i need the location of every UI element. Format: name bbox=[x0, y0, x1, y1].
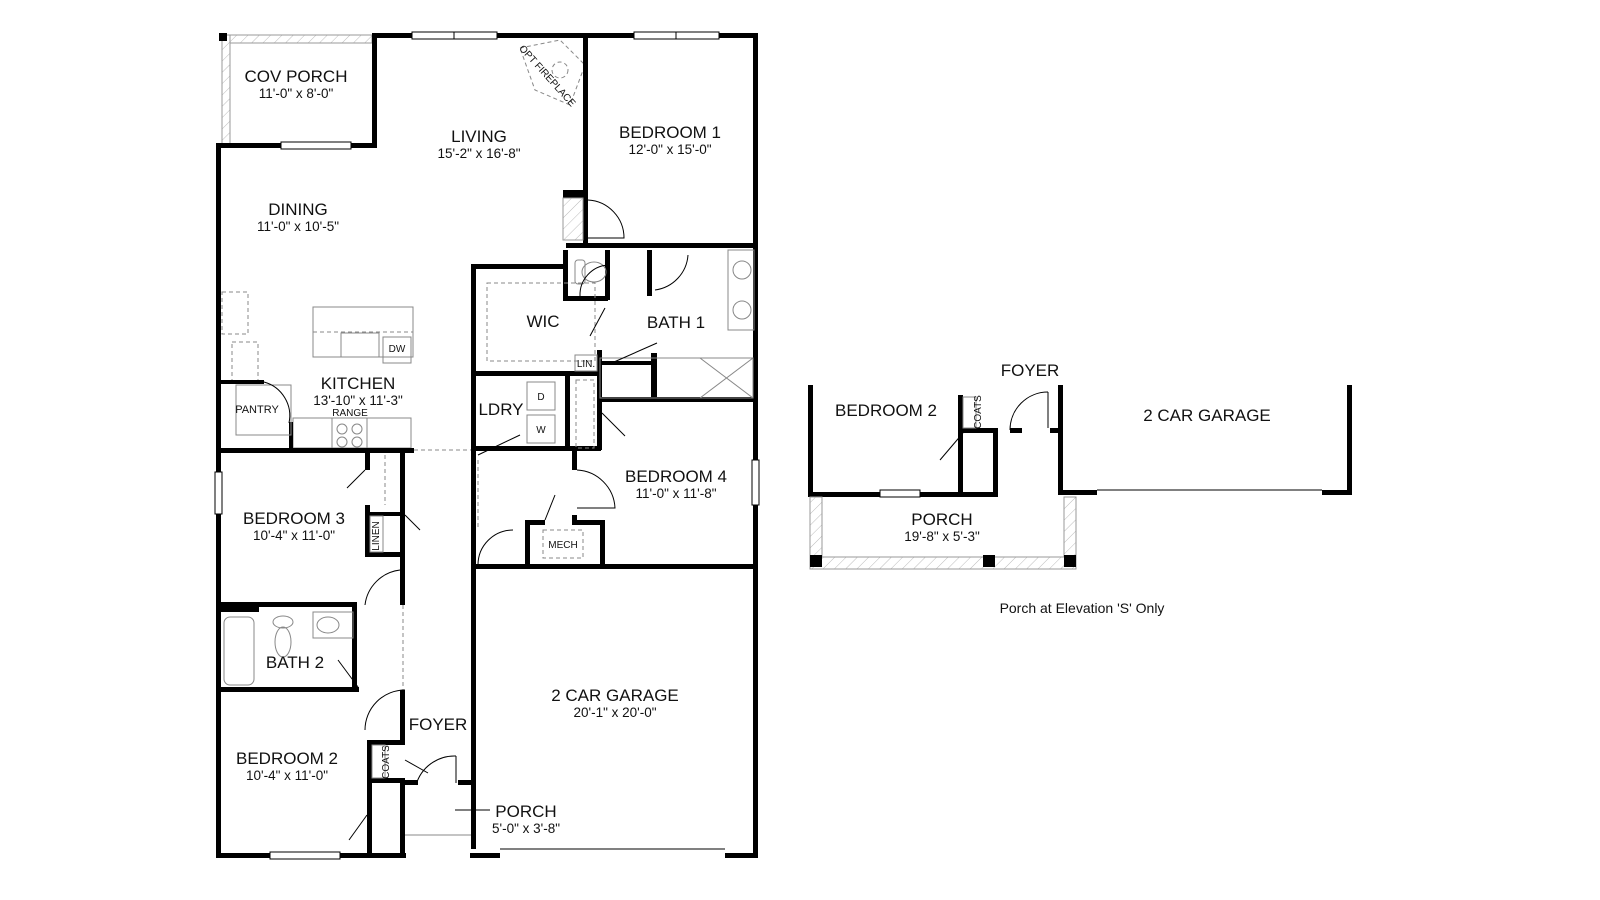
pantry-wall bbox=[219, 380, 264, 384]
range-label: RANGE bbox=[332, 408, 368, 419]
room-label-bedroom1: BEDROOM 1 bbox=[619, 123, 721, 142]
bedroom3-closet-door[interactable] bbox=[346, 469, 366, 489]
wall-kitchen-bed3 bbox=[219, 448, 414, 453]
bedroom3-walls bbox=[219, 450, 405, 692]
bath1-wic-walls bbox=[471, 243, 757, 849]
alt-plan-labels: BEDROOM 2 FOYER 2 CAR GARAGE PORCH 19'-8… bbox=[835, 361, 1271, 616]
bedroom2-walls bbox=[367, 690, 473, 858]
room-dims-bedroom1: 12'-0" x 15'-0" bbox=[628, 142, 711, 157]
room-label-wic: WIC bbox=[526, 312, 559, 331]
dryer-label: D bbox=[537, 392, 544, 403]
room-label-living: LIVING bbox=[451, 127, 507, 146]
windows bbox=[214, 31, 760, 860]
room-dims-cov-porch: 11'-0" x 8'-0" bbox=[259, 86, 334, 101]
coats-label: COATS bbox=[381, 745, 392, 779]
vanity-bath1 bbox=[727, 249, 755, 331]
toilet-bath1 bbox=[574, 259, 607, 285]
room-label-porch: PORCH bbox=[495, 802, 556, 821]
room-label-foyer: FOYER bbox=[409, 715, 468, 734]
pantry-door[interactable] bbox=[263, 381, 291, 424]
mech-unit bbox=[542, 529, 584, 559]
room-dims-bedroom2: 10'-4" x 11'-0" bbox=[246, 768, 328, 783]
coats-door[interactable] bbox=[404, 759, 429, 774]
alt-room-label-foyer: FOYER bbox=[1001, 361, 1060, 380]
room-label-garage: 2 CAR GARAGE bbox=[551, 686, 679, 705]
room-dims-garage: 20'-1" x 20'-0" bbox=[573, 705, 656, 720]
laundry: D W bbox=[526, 379, 595, 449]
wc-door[interactable] bbox=[579, 264, 609, 297]
alt-coats-label: COATS bbox=[973, 395, 984, 429]
laundry-door[interactable] bbox=[477, 434, 521, 456]
washer-label: W bbox=[536, 425, 546, 436]
bath1-door[interactable] bbox=[654, 254, 689, 291]
room-label-ldry: LDRY bbox=[478, 400, 523, 419]
room-label-kitchen: KITCHEN bbox=[321, 374, 396, 393]
garage-entry-door[interactable] bbox=[477, 529, 514, 566]
mech-label: MECH bbox=[548, 540, 577, 551]
room-label-bath1: BATH 1 bbox=[647, 313, 705, 332]
alt-room-label-bedroom2: BEDROOM 2 bbox=[835, 401, 937, 420]
front-door[interactable] bbox=[415, 755, 457, 786]
elevation-note: Porch at Elevation 'S' Only bbox=[1000, 600, 1165, 616]
alt-closet-door[interactable] bbox=[939, 432, 964, 461]
bath2-door[interactable] bbox=[337, 659, 359, 688]
room-dims-kitchen: 13'-10" x 11'-3" bbox=[313, 393, 403, 408]
alt-room-label-garage: 2 CAR GARAGE bbox=[1143, 406, 1271, 425]
bedroom1-door[interactable] bbox=[587, 199, 625, 239]
kitchen-cabinets: DW RANGE bbox=[221, 291, 414, 449]
bedroom3-door[interactable] bbox=[364, 569, 401, 606]
linen-door[interactable] bbox=[404, 514, 421, 531]
hall-closet-door[interactable] bbox=[601, 412, 626, 437]
bedroom2-closet-door[interactable] bbox=[348, 814, 368, 841]
alt-room-label-porch: PORCH bbox=[911, 510, 972, 529]
room-dims-living: 15'-2" x 16'-8" bbox=[437, 146, 520, 161]
room-label-bath2: BATH 2 bbox=[266, 653, 324, 672]
pantry-label: PANTRY bbox=[235, 404, 279, 416]
alt-porch-plan: COATS bbox=[808, 385, 1352, 570]
room-label-bedroom3: BEDROOM 3 bbox=[243, 509, 345, 528]
linen-hall-label: LINEN bbox=[371, 521, 382, 550]
wic-door[interactable] bbox=[589, 307, 606, 337]
fireplace-label: OPT FIREPLACE bbox=[516, 43, 577, 109]
bedroom4-door[interactable] bbox=[576, 469, 616, 509]
linen-bath1-label: LIN. bbox=[577, 359, 595, 370]
mech-door[interactable] bbox=[544, 494, 556, 521]
main-plan-labels: COV PORCH 11'-0" x 8'-0" LIVING 15'-2" x… bbox=[236, 67, 727, 836]
linen-bath1-door[interactable] bbox=[613, 342, 658, 363]
room-dims-bedroom3: 10'-4" x 11'-0" bbox=[253, 528, 335, 543]
room-label-bedroom4: BEDROOM 4 bbox=[625, 467, 727, 486]
alt-room-dims-porch: 19'-8" x 5'-3" bbox=[904, 529, 980, 544]
fireplace: OPT FIREPLACE bbox=[516, 39, 586, 110]
bedroom4-walls bbox=[471, 450, 758, 569]
room-label-cov-porch: COV PORCH bbox=[245, 67, 348, 86]
wic-shelving bbox=[486, 282, 596, 362]
room-dims-porch: 5'-0" x 3'-8" bbox=[492, 821, 560, 836]
room-label-bedroom2: BEDROOM 2 bbox=[236, 749, 338, 768]
dishwasher-label: DW bbox=[389, 344, 406, 355]
shower bbox=[599, 357, 754, 399]
room-label-dining: DINING bbox=[268, 200, 328, 219]
bedroom2-door[interactable] bbox=[364, 689, 406, 731]
bath2-fixtures bbox=[223, 611, 354, 686]
wall-living-bed1 bbox=[583, 33, 588, 243]
alt-front-door[interactable] bbox=[1009, 391, 1049, 431]
room-dims-dining: 11'-0" x 10'-5" bbox=[257, 219, 339, 234]
room-dims-bedroom4: 11'-0" x 11'-8" bbox=[635, 486, 716, 501]
